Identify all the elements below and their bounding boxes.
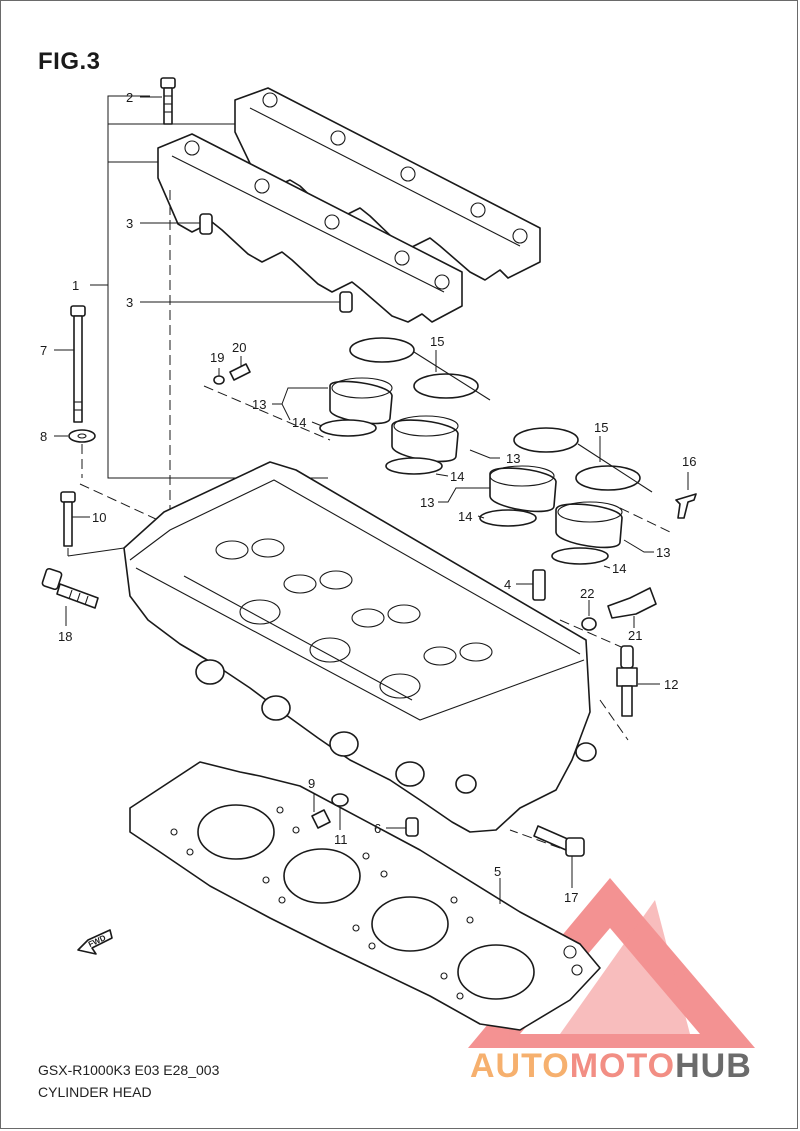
callout-10: 10 <box>92 510 106 525</box>
intake-ring-set-b <box>385 415 500 477</box>
figure-caption: CYLINDER HEAD <box>38 1084 152 1100</box>
callout-5: 5 <box>494 864 501 879</box>
callout-19: 19 <box>210 350 224 365</box>
spark-plug-12 <box>616 645 660 717</box>
bolt-7 <box>54 305 86 423</box>
intake-ring-set-d <box>551 501 654 569</box>
callout-12: 12 <box>664 677 678 692</box>
oring-19 <box>213 368 225 385</box>
callout-15b: 15 <box>594 420 608 435</box>
callout-15a: 15 <box>430 334 444 349</box>
pin-4 <box>516 569 546 601</box>
callout-6: 6 <box>374 821 381 836</box>
cylinder-head <box>123 461 597 833</box>
callout-13a: 13 <box>252 397 266 412</box>
callout-14d: 14 <box>612 561 626 576</box>
callout-14b: 14 <box>450 469 464 484</box>
brand-hub: HUB <box>675 1047 752 1085</box>
callout-9: 9 <box>308 776 315 791</box>
callout-3b: 3 <box>126 295 133 310</box>
fwd-label: FWD <box>87 933 108 949</box>
callout-21: 21 <box>628 628 642 643</box>
callout-17: 17 <box>564 890 578 905</box>
dowel-pin-3b <box>140 291 353 313</box>
callout-1: 1 <box>72 278 79 293</box>
dowel-pin-3a <box>140 213 213 235</box>
fwd-arrow-icon: FWD <box>77 929 113 955</box>
guide-lines <box>79 190 671 849</box>
figure-title: FIG.3 <box>38 48 101 75</box>
screw-16 <box>675 472 697 519</box>
callout-11: 11 <box>334 832 348 847</box>
callout-7: 7 <box>40 343 47 358</box>
callout-2: 2 <box>126 90 133 105</box>
bolt-10 <box>60 491 125 557</box>
callout-20: 20 <box>232 340 246 355</box>
callout-14c: 14 <box>458 509 472 524</box>
head-gasket-5 <box>129 761 601 1031</box>
callout-3a: 3 <box>126 216 133 231</box>
brand-auto: AUTO <box>470 1047 570 1085</box>
callout-4: 4 <box>504 577 511 592</box>
washer-11 <box>331 793 349 830</box>
bolt-18 <box>41 567 99 626</box>
callout-18: 18 <box>58 629 72 644</box>
callout-8: 8 <box>40 429 47 444</box>
callout-13d: 13 <box>656 545 670 560</box>
bracket-1 <box>90 95 328 479</box>
brand-moto: MOTO <box>569 1047 676 1085</box>
callout-13c: 13 <box>420 495 434 510</box>
intake-ring-set-c <box>438 427 653 527</box>
callout-22: 22 <box>580 586 594 601</box>
bolt-2 <box>140 77 176 125</box>
bolt-17 <box>533 825 585 888</box>
temp-sensor-21 <box>607 587 657 628</box>
dowel-pin-6 <box>386 817 419 837</box>
callout-16: 16 <box>682 454 696 469</box>
intake-ring-set-a <box>272 337 491 437</box>
gasket-22 <box>581 600 597 631</box>
callout-14a: 14 <box>292 415 306 430</box>
watermark-brand: AUTOMOTOHUB <box>470 1047 752 1086</box>
model-code: GSX-R1000K3 E03 E28_003 <box>38 1062 220 1078</box>
fitting-20 <box>229 356 251 381</box>
callout-13b: 13 <box>506 451 520 466</box>
washer-8 <box>54 429 96 478</box>
bolt-9 <box>311 794 331 829</box>
